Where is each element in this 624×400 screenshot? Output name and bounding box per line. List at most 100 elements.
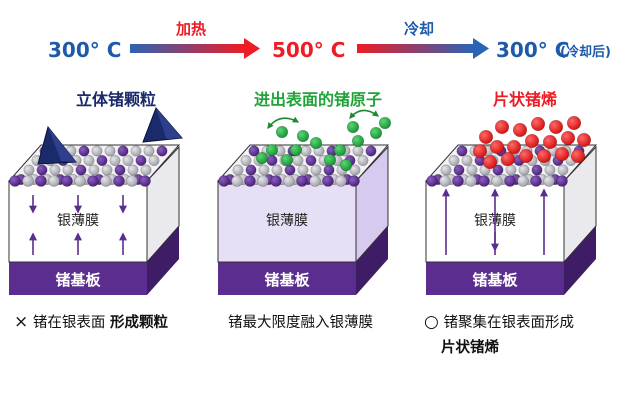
silver-atom	[143, 145, 155, 157]
substrate-side	[564, 226, 596, 295]
germanium-atom	[61, 175, 73, 187]
silver-atom	[300, 145, 312, 157]
silver-atom	[126, 175, 138, 187]
germanene-atom	[530, 116, 546, 132]
substrate-front	[9, 262, 147, 295]
germanium-atom	[75, 164, 87, 176]
silver-atom	[49, 164, 61, 176]
panel-title-1: 进出表面的锗原子	[254, 90, 382, 109]
silver-atom	[466, 164, 478, 176]
silver-atom	[23, 164, 35, 176]
silver-atom	[62, 164, 74, 176]
temp-end-note: (冷却后)	[560, 44, 611, 60]
caption-1: 锗最大限度融入银薄膜	[228, 314, 373, 331]
caption-2-line2: 片状锗烯	[441, 338, 499, 356]
silver-atom	[292, 155, 304, 167]
temp-end: 300° C	[496, 38, 569, 62]
silver-atom	[91, 145, 103, 157]
silver-atom	[505, 164, 517, 176]
silver-atom	[122, 155, 134, 167]
silver-atom	[127, 164, 139, 176]
circle-icon: ○	[424, 312, 439, 332]
silver-atom	[100, 175, 112, 187]
temp-mid: 500° C	[272, 38, 345, 62]
surface-germanium-atom	[255, 151, 269, 165]
germanium-atom	[113, 175, 125, 187]
surface-germanium-atom	[309, 136, 323, 150]
silver-atom	[148, 155, 160, 167]
germanium-atom	[453, 164, 465, 176]
silver-atom	[22, 175, 34, 187]
germanene-atom	[478, 129, 494, 145]
cross-icon: ×	[14, 312, 28, 332]
silver-atom	[439, 175, 451, 187]
silver-atom	[310, 164, 322, 176]
germanene-atom	[554, 146, 570, 162]
silver-film-label: 银薄膜	[57, 213, 99, 229]
surface-germanium-atom	[275, 125, 289, 139]
germanium-atom	[531, 164, 543, 176]
substrate-label: 锗基板	[472, 271, 518, 289]
germanene-atom	[576, 132, 592, 148]
caption-1-plain: 锗最大限度融入银薄膜	[228, 314, 373, 331]
surface-germanium-atom	[339, 158, 353, 172]
silver-atom	[557, 164, 569, 176]
panel-title-0: 立体锗颗粒	[76, 90, 156, 109]
silver-atom	[83, 155, 95, 167]
silver-atom	[232, 164, 244, 176]
silver-atom	[357, 155, 369, 167]
germanium-atom	[426, 175, 438, 187]
silver-film-side	[355, 145, 389, 264]
silver-atom	[491, 175, 503, 187]
germanium-atom	[139, 175, 151, 187]
germanium-atom	[114, 164, 126, 176]
silver-atom	[283, 175, 295, 187]
germanium-atom	[284, 164, 296, 176]
germanium-atom	[456, 145, 468, 157]
surface-germanium-atom	[346, 120, 360, 134]
germanene-atom	[518, 148, 534, 164]
silver-atom	[297, 164, 309, 176]
silver-atom	[309, 175, 321, 187]
germanene-atom	[512, 122, 528, 138]
germanium-atom	[135, 155, 147, 167]
silver-atom	[140, 164, 152, 176]
germanene-atom	[489, 139, 505, 155]
germanium-atom	[35, 175, 47, 187]
germanium-atom	[9, 175, 21, 187]
germanium-atom	[365, 145, 377, 157]
silver-film-side	[563, 145, 597, 264]
germanium-atom	[244, 175, 256, 187]
caption-2: ○ 锗聚集在银表面形成	[424, 312, 574, 332]
silver-atom	[130, 145, 142, 157]
germanene-atom	[524, 133, 540, 149]
heat-label: 加热	[175, 20, 206, 38]
substrate-front	[218, 262, 356, 295]
germanium-atom	[36, 164, 48, 176]
surface-germanium-atom	[369, 126, 383, 140]
pyramid-shade	[156, 108, 182, 139]
germanium-atom	[78, 145, 90, 157]
germanium-atom	[530, 175, 542, 187]
germanium-atom	[348, 175, 360, 187]
silver-atom	[231, 175, 243, 187]
germanium-atom	[323, 164, 335, 176]
germanene-atom	[560, 130, 576, 146]
surface-germanium-atom	[296, 129, 310, 143]
silver-atom	[352, 145, 364, 157]
silver-atom	[448, 155, 460, 167]
pyramid-shade	[48, 127, 76, 162]
surface-germanium-atom	[333, 143, 347, 157]
silver-atom	[101, 164, 113, 176]
cool-arrow	[357, 38, 489, 59]
silver-atom	[88, 164, 100, 176]
silver-atom	[104, 145, 116, 157]
silver-atom	[48, 175, 60, 187]
caption-0: × 锗在银表面 形成颗粒	[14, 312, 168, 332]
surface-germanium-atom	[289, 143, 303, 157]
migration-arrow-icon	[267, 116, 300, 130]
